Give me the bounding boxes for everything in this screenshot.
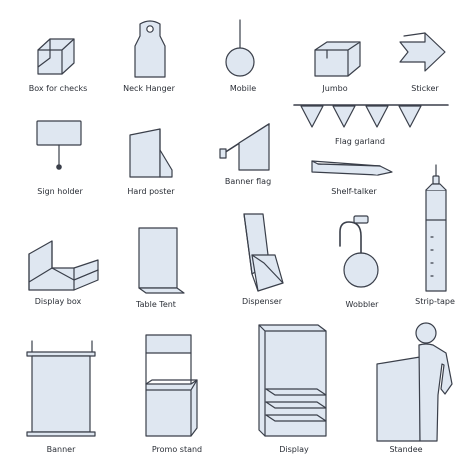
neck-hanger-icon: [134, 20, 166, 78]
label-flag-garland: Flag garland: [335, 137, 385, 146]
label-neck-hanger: Neck Hanger: [123, 84, 175, 93]
hard-poster-icon: [129, 128, 173, 178]
label-shelf-talker: Shelf-talker: [331, 187, 377, 196]
shelf-talker-icon: [311, 160, 393, 176]
label-banner-flag: Banner flag: [224, 177, 272, 186]
label-jumbo: Jumbo: [322, 84, 348, 93]
label-display: Display: [279, 445, 309, 454]
label-mobile: Mobile: [229, 84, 257, 93]
label-standee: Standee: [389, 445, 423, 454]
promo-stand-icon: [145, 334, 198, 437]
label-banner: Banner: [46, 445, 76, 454]
label-promo-stand: Promo stand: [151, 445, 203, 454]
label-box-for-checks: Box for checks: [28, 84, 88, 93]
strip-tape-icon: [425, 164, 447, 292]
table-tent-icon: [138, 227, 185, 294]
banner-icon: [26, 340, 96, 437]
sticker-icon: [399, 32, 446, 72]
wobbler-icon: [339, 215, 379, 288]
label-display-box: Display box: [34, 297, 82, 306]
sign-holder-icon: [36, 120, 82, 170]
label-dispenser: Dispenser: [242, 297, 282, 306]
label-hard-poster: Hard poster: [127, 187, 175, 196]
label-strip-tape: Strip-tape: [415, 297, 455, 306]
banner-flag-icon: [219, 123, 270, 171]
standee-icon: [376, 322, 453, 442]
flag-garland-icon: [293, 104, 449, 128]
display-icon: [258, 324, 327, 437]
jumbo-icon: [314, 41, 361, 77]
display-box-icon: [28, 240, 99, 291]
label-sticker: Sticker: [411, 84, 439, 93]
dispenser-icon: [243, 213, 284, 292]
box-for-checks-icon: [37, 38, 75, 75]
label-table-tent: Table Tent: [136, 300, 176, 309]
label-sign-holder: Sign holder: [37, 187, 83, 196]
mobile-icon: [225, 19, 255, 77]
label-wobbler: Wobbler: [345, 300, 379, 309]
